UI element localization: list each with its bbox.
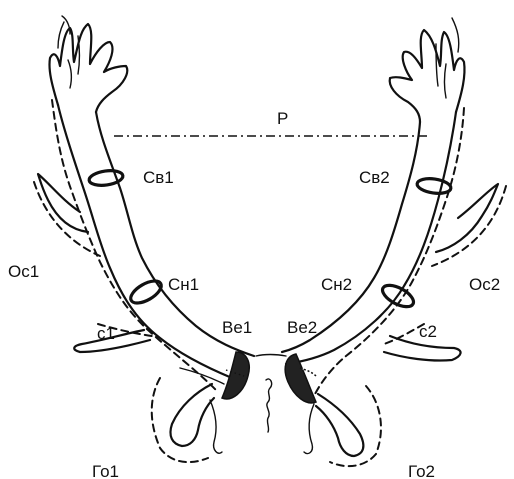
left-crown — [49, 24, 127, 112]
label-sn1: Сн1 — [168, 275, 199, 294]
left-beam-outer — [58, 105, 232, 378]
right-crown — [390, 30, 465, 122]
label-go2: Го2 — [408, 462, 435, 479]
label-sn2: Сн2 — [321, 275, 352, 294]
left-brow-tine — [170, 384, 214, 446]
skull-mark — [266, 379, 272, 432]
label-c1: с1 — [97, 324, 115, 343]
left-lower-circumference-ring — [127, 277, 164, 308]
label-go1: Го1 — [92, 462, 119, 479]
label-ve1: Ве1 — [222, 318, 252, 337]
label-sv1: Св1 — [143, 168, 174, 187]
label-os1: Ос1 — [8, 262, 39, 281]
left-antler — [34, 16, 254, 462]
label-p: P — [277, 109, 288, 128]
label-os2: Ос2 — [469, 275, 500, 294]
right-antler — [282, 18, 506, 466]
label-c2: с2 — [419, 322, 437, 341]
label-ve2: Ве2 — [287, 318, 317, 337]
right-brow-tine — [316, 394, 363, 456]
right-upper-circumference-ring — [416, 177, 452, 196]
label-sv2: Св2 — [359, 168, 390, 187]
